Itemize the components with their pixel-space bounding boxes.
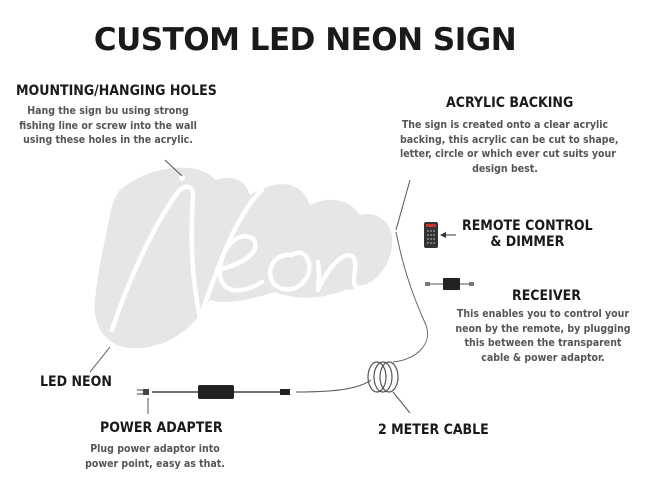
remote-control-device: [424, 222, 438, 248]
led-neon-pointer: [89, 346, 111, 373]
description-line: Plug power adaptor into: [90, 443, 220, 455]
remote-arrow-icon: [440, 232, 456, 238]
mounting-heading: MOUNTING/HANGING HOLES: [16, 83, 217, 99]
cable-heading: 2 METER CABLE: [378, 422, 489, 438]
description-line: Hang the sign bu using strong: [27, 105, 189, 117]
transparent-cable: [392, 231, 428, 363]
page-title: CUSTOM LED NEON SIGN: [93, 22, 517, 58]
description-line: backing, this acrylic can be cut to shap…: [400, 133, 619, 146]
description-line: design best.: [472, 162, 538, 175]
acrylic-description: The sign is created onto a clear acrylic…: [400, 118, 619, 176]
receiver-heading: RECEIVER: [512, 288, 581, 304]
neon-script-tube: [109, 184, 391, 333]
acrylic-pointer: [395, 179, 411, 231]
receiver-device: [425, 278, 474, 290]
description-line: power point, easy as that.: [85, 457, 225, 470]
mounting-pointer: [164, 159, 183, 177]
mounting-description: Hang the sign bu using strong fishing li…: [10, 104, 206, 148]
description-line: fishing line or screw into the wall: [19, 119, 197, 132]
power-heading: POWER ADAPTER: [100, 420, 223, 436]
description-line: this between the transparent: [464, 337, 622, 349]
description-line: letter, circle or which ever cut suits y…: [400, 148, 616, 160]
cable-coil: [367, 361, 399, 393]
remote-heading: REMOTE CONTROL & DIMMER: [462, 218, 593, 250]
receiver-description: This enables you to control your neon by…: [453, 307, 633, 365]
description-line: The sign is created onto a clear acrylic: [401, 119, 609, 131]
description-line: This enables you to control your: [456, 308, 630, 320]
power-description: Plug power adaptor into power point, eas…: [84, 442, 226, 471]
mounting-hole: [179, 175, 185, 181]
acrylic-heading: ACRYLIC BACKING: [446, 95, 574, 111]
cable-pointer: [392, 391, 411, 414]
led-neon-heading: LED NEON: [40, 374, 112, 390]
remote-heading-line: & DIMMER: [490, 234, 565, 250]
description-line: using these holes in the acrylic.: [23, 134, 193, 146]
remote-heading-line: REMOTE CONTROL: [462, 218, 593, 234]
description-line: cable & power adaptor.: [481, 351, 605, 364]
power-adapter-device: [137, 385, 290, 399]
description-line: neon by the remote, by plugging: [455, 322, 631, 335]
